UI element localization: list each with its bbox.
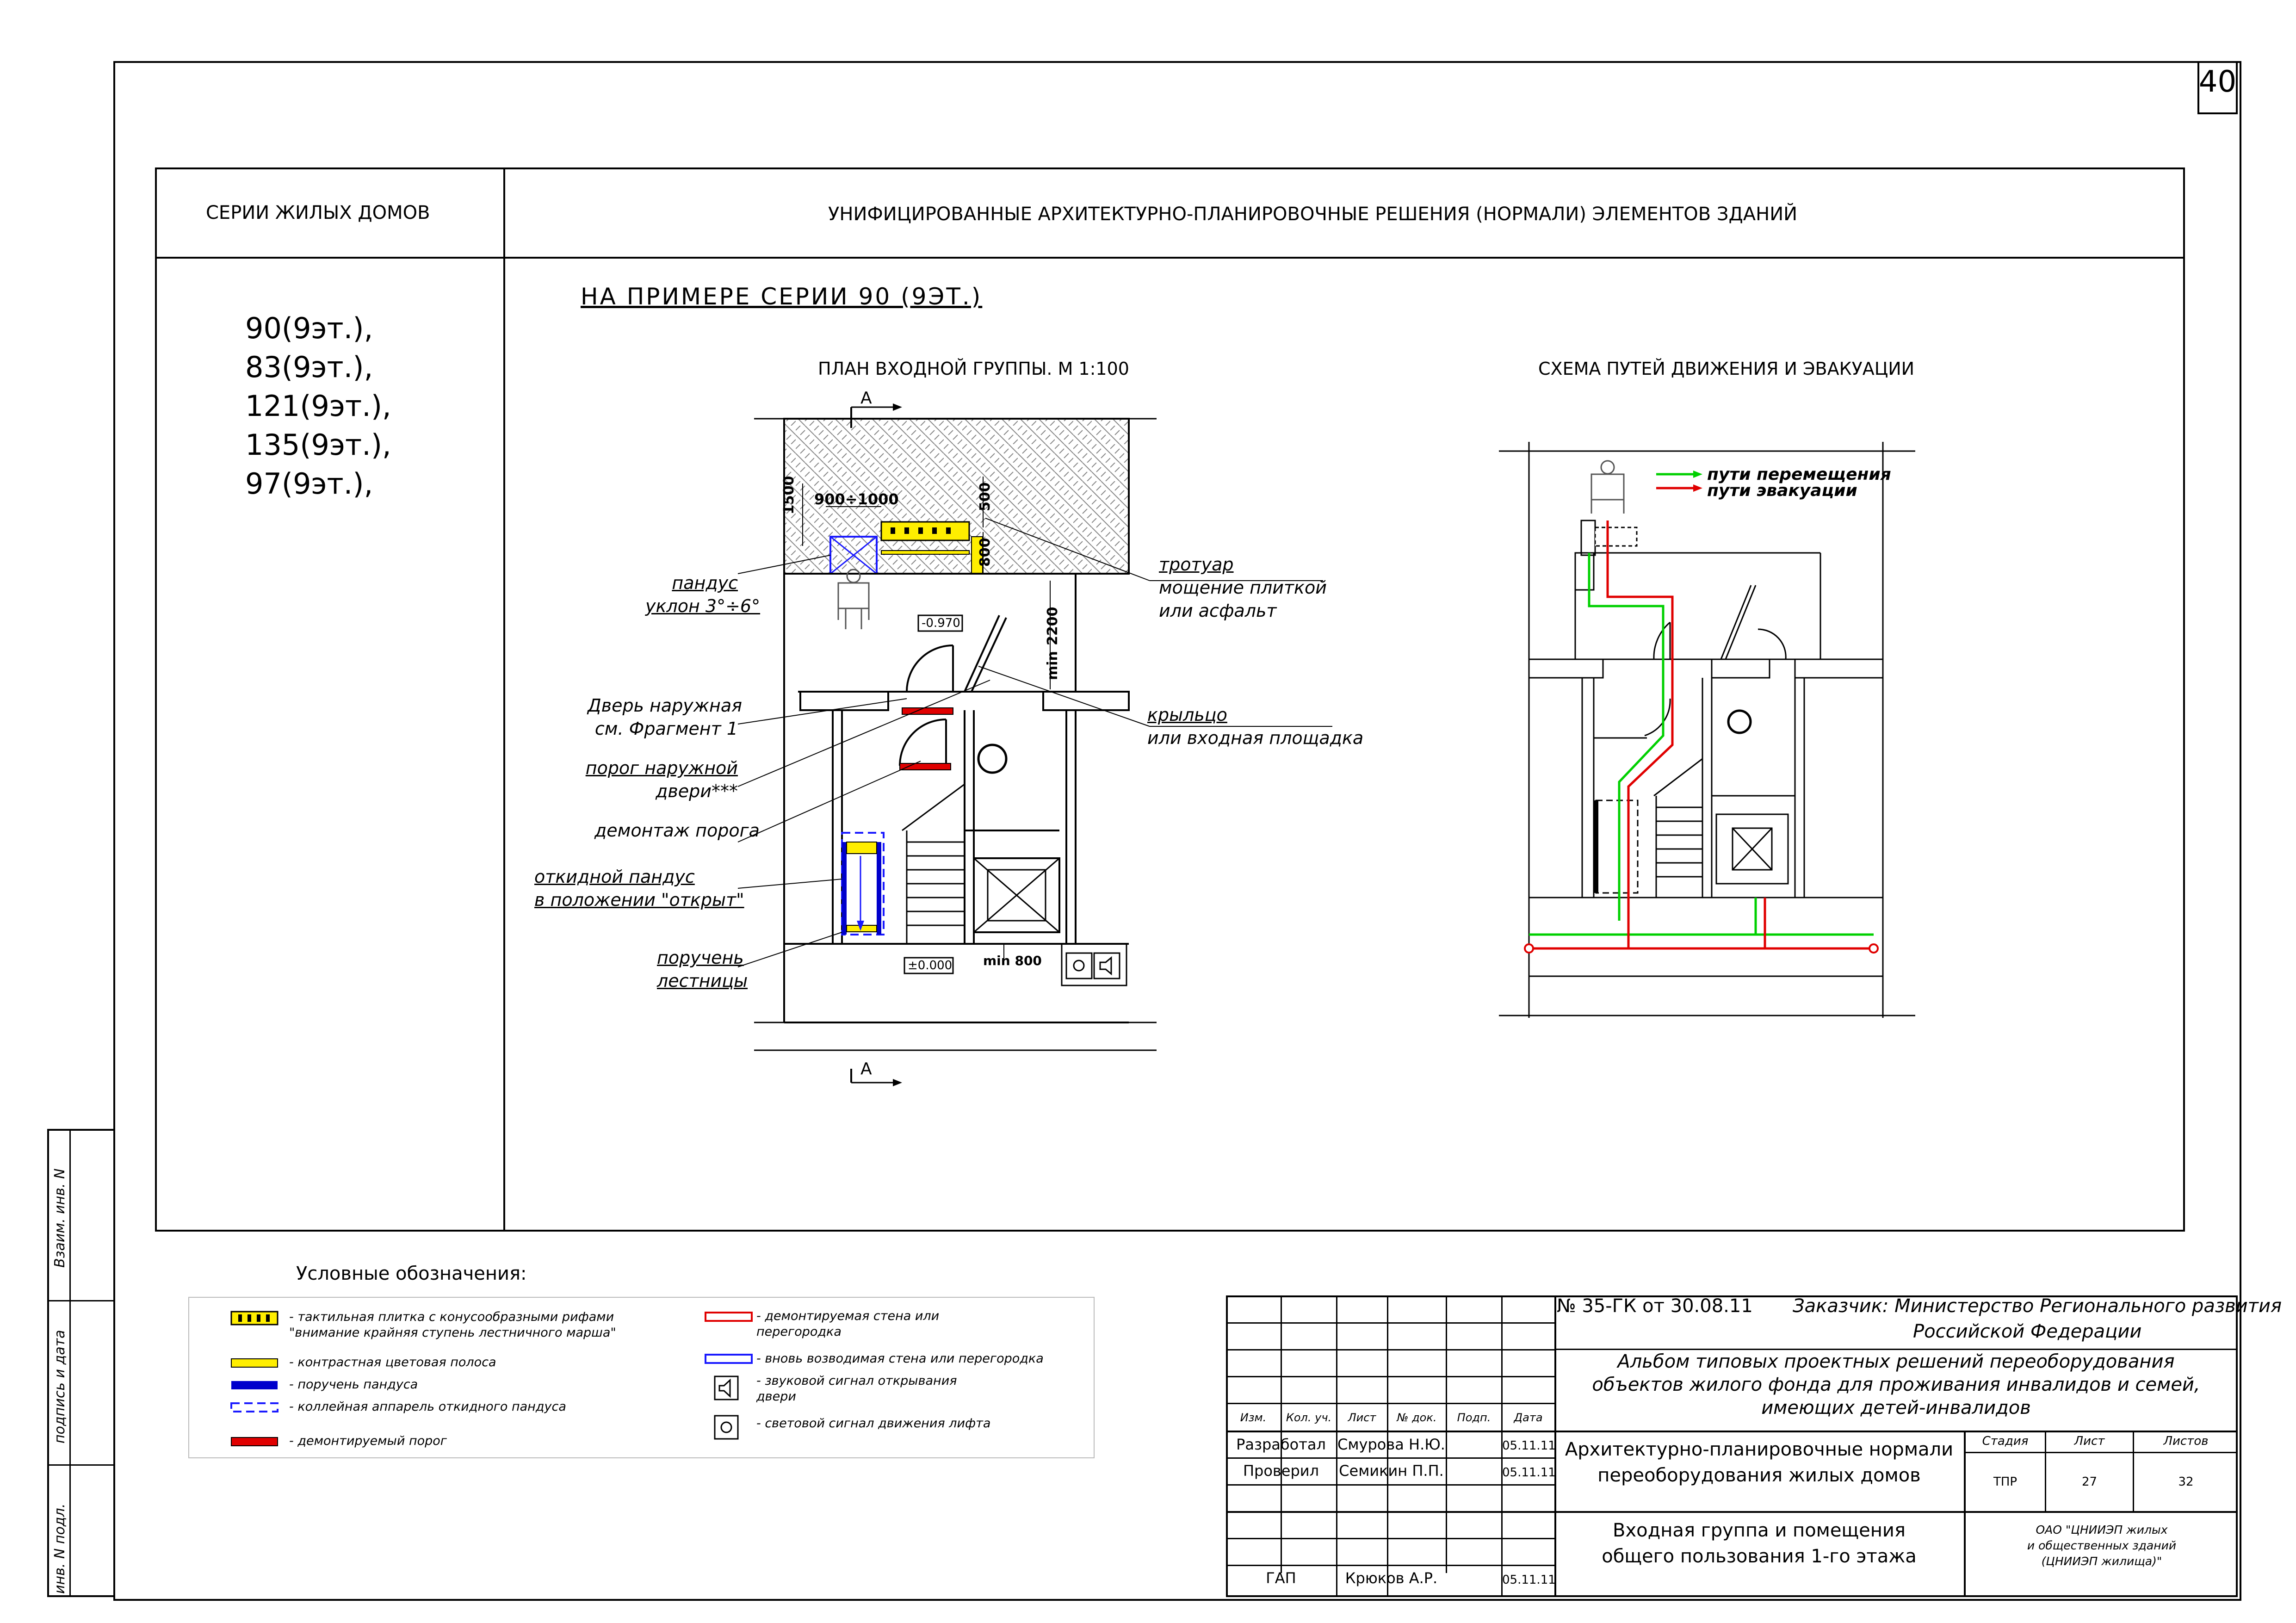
tactile-strip: [880, 521, 970, 541]
dim-800: 800: [977, 538, 993, 567]
dim-min: min: [1045, 651, 1061, 680]
title-block: [1226, 1295, 2238, 1597]
main-table: [155, 167, 2185, 1232]
dim-500: 500: [977, 482, 993, 511]
tb-stage-header: Стадия: [1982, 1434, 2029, 1448]
legend-item: - вновь возводимая стена или перегородка: [756, 1351, 1044, 1366]
tb-role-developer: Разработал: [1236, 1436, 1326, 1453]
side-label-sign-date: подпись и дата: [52, 1330, 68, 1443]
legend-item: - звуковой сигнал открывания двери: [756, 1374, 957, 1404]
tb-list-header: Лист: [2074, 1434, 2105, 1448]
series-item: 90(9эт.),: [245, 311, 373, 345]
label-ramp: пандус уклон 3°÷6°: [645, 573, 761, 616]
tb-customer-1: Заказчик: Министерство Регионального раз…: [1793, 1295, 2282, 1317]
legend-item: - световой сигнал движения лифта: [756, 1416, 991, 1431]
label-sidewalk: тротуар мощение плиткой или асфальт: [1159, 554, 1327, 621]
legend-item: - демонтируемый порог: [289, 1434, 447, 1448]
legend-item: - коллейная аппарель откидного пандуса: [289, 1400, 566, 1414]
tb-col-doc: № док.: [1397, 1411, 1437, 1424]
label-fold-ramp: откидной пандус в положении "открыт": [534, 867, 744, 910]
scheme-legend-evac: пути эвакуации: [1707, 481, 1857, 500]
light-signal-icon: [1065, 952, 1093, 979]
sound-signal-icon: [1093, 952, 1120, 979]
dim-min-800: min 800: [983, 953, 1042, 968]
legend-symbols: [230, 1311, 753, 1446]
tb-doc-title: Архитектурно-планировочные нормали перео…: [1565, 1439, 1954, 1486]
example-title: НА ПРИМЕРЕ СЕРИИ 90 (9ЭТ.): [581, 283, 983, 310]
series-item: 121(9эт.),: [245, 389, 391, 423]
legend-title: Условные обозначения:: [296, 1263, 527, 1284]
tb-contract: № 35-ГК от 30.08.11: [1557, 1295, 1753, 1317]
side-label-inv-vzam: Взаим. инв. N: [52, 1168, 68, 1268]
tb-stage-value: ТПР: [1993, 1475, 2018, 1489]
evacuation-scheme-drawing: [1499, 442, 1915, 1018]
label-porch: крыльцо или входная площадка: [1147, 705, 1364, 748]
tb-album: Альбом типовых проектных решений переобо…: [1592, 1351, 2200, 1419]
tb-col-list: Лист: [1348, 1411, 1376, 1424]
page-number-box: [2197, 61, 2238, 114]
tb-sheet-title: Входная группа и помещения общего пользо…: [1602, 1520, 1917, 1567]
side-label-inv-podl: инв. N подл.: [52, 1503, 68, 1594]
plan-title: ПЛАН ВХОДНОЙ ГРУППЫ. М 1:100: [818, 359, 1129, 379]
header-unified: УНИФИЦИРОВАННЫЕ АРХИТЕКТУРНО-ПЛАНИРОВОЧН…: [828, 204, 1798, 225]
level-minus: -0.970: [922, 616, 960, 630]
tb-role-checker: Проверил: [1243, 1462, 1319, 1480]
tb-customer-2: Российской Федерации: [1913, 1321, 2142, 1342]
tb-lists-value: 32: [2178, 1475, 2194, 1489]
tb-name-checker: Семикин П.П.: [1339, 1462, 1444, 1480]
label-door: Дверь наружная см. Фрагмент 1: [588, 695, 743, 739]
tb-date-gap: 05.11.11: [1502, 1573, 1556, 1587]
tb-col-izm: Изм.: [1240, 1411, 1267, 1424]
tb-col-kol: Кол. уч.: [1286, 1411, 1332, 1424]
dim-900-1000: 900÷1000: [814, 490, 899, 508]
tb-lists-header: Листов: [2163, 1434, 2209, 1448]
sidewalk-area: [783, 418, 1130, 575]
move-path: [1529, 553, 1874, 936]
tb-role-gap: ГАП: [1266, 1569, 1296, 1587]
tb-name-developer: Смурова Н.Ю.: [1337, 1436, 1445, 1453]
evac-path: [1529, 520, 1874, 950]
sheet-frame: [113, 61, 2241, 1601]
legend-item: - демонтируемая стена или перегородка: [756, 1309, 940, 1339]
dim-2200: 2200: [1045, 607, 1061, 646]
entrance-plan-drawing: [737, 403, 1332, 1086]
section-mark-top: А: [860, 389, 872, 408]
wheelchair-user-icon: [837, 569, 870, 629]
scheme-title: СХЕМА ПУТЕЙ ДВИЖЕНИЯ И ЭВАКУАЦИИ: [1538, 359, 1915, 379]
series-item: 135(9эт.),: [245, 428, 391, 462]
legend-item: - тактильная плитка с конусообразными ри…: [289, 1310, 616, 1340]
tb-date-checker: 05.11.11: [1502, 1466, 1556, 1480]
header-series: СЕРИИ ЖИЛЫХ ДОМОВ: [206, 202, 430, 223]
scheme-legend-move: пути перемещения: [1707, 465, 1891, 484]
series-item: 97(9эт.),: [245, 467, 373, 501]
tb-date-developer: 05.11.11: [1502, 1439, 1556, 1453]
tb-organization: ОАО "ЦНИИЭП жилых и общественных зданий …: [2027, 1523, 2177, 1568]
tb-name-gap: Крюков А.Р.: [1345, 1569, 1438, 1587]
legend-box: [188, 1297, 1095, 1458]
wheelchair-user-icon: [1590, 460, 1625, 514]
tb-list-value: 27: [2081, 1475, 2098, 1489]
page-number: 40: [2198, 65, 2237, 99]
series-list: 90(9эт.), 83(9эт.), 121(9эт.), 135(9эт.)…: [245, 309, 391, 503]
dim-1500: 1500: [781, 476, 797, 515]
tb-col-data: Дата: [1514, 1411, 1543, 1424]
legend-item: - поручень пандуса: [289, 1377, 418, 1392]
section-mark-bottom: А: [860, 1059, 872, 1078]
label-threshold: порог наружной двери***: [585, 758, 738, 801]
label-dismantle: демонтаж порога: [594, 820, 760, 841]
level-zero: ±0.000: [908, 959, 953, 973]
legend-item: - контрастная цветовая полоса: [289, 1355, 496, 1369]
label-handrail: поручень лестницы: [657, 948, 748, 991]
tb-col-podp: Подп.: [1457, 1411, 1491, 1424]
series-item: 83(9эт.),: [245, 350, 373, 384]
threshold: [902, 707, 953, 715]
